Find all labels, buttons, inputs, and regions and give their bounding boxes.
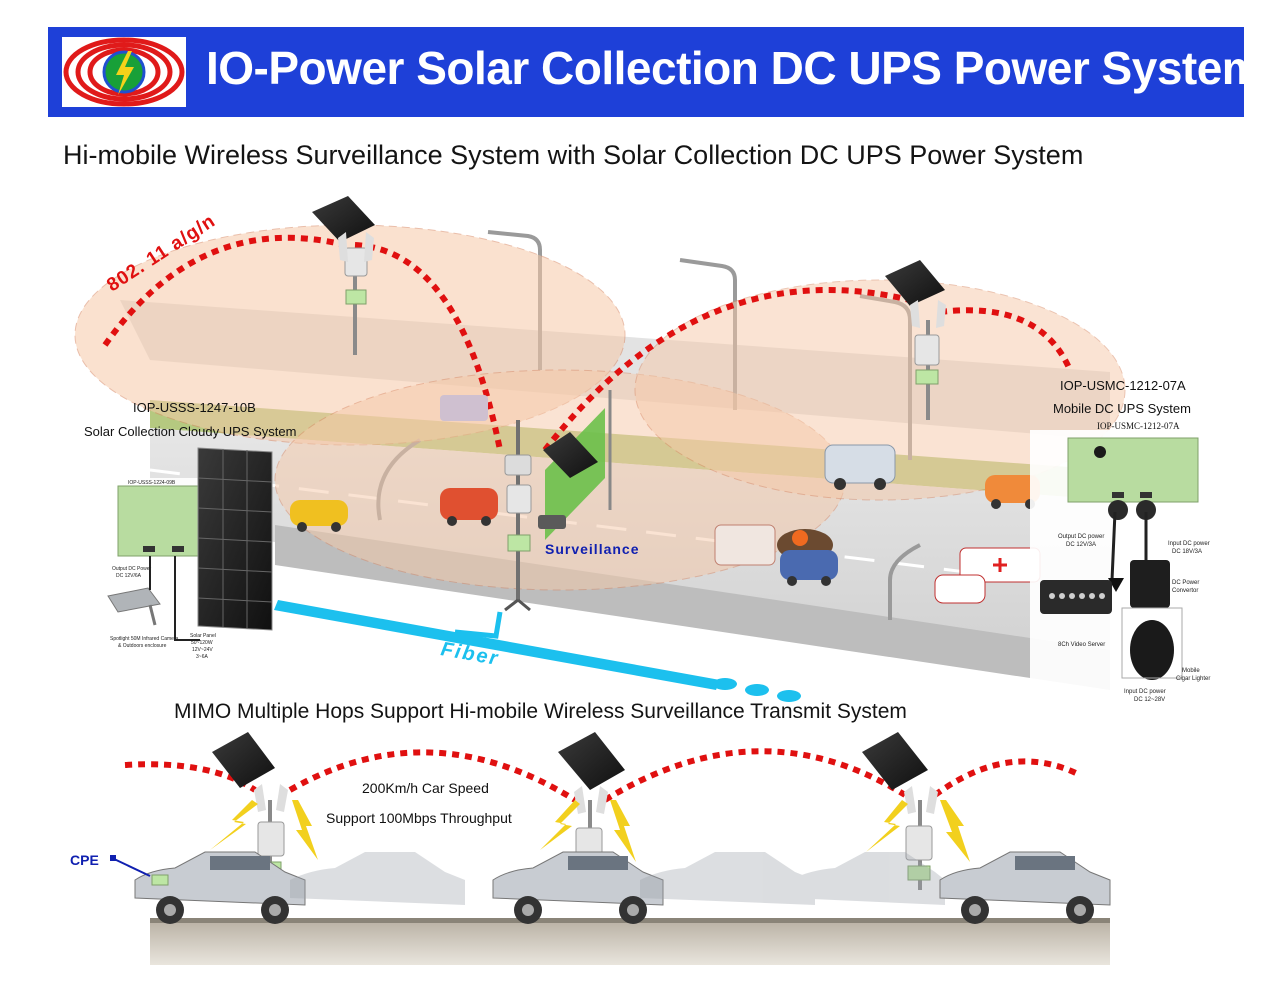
- left-output-label-2: DC 12V/6A: [116, 573, 142, 579]
- panel-label-1: Solar Panel: [190, 633, 216, 639]
- left-output-label-1: Output DC Power: [112, 566, 152, 572]
- car-orange: [985, 475, 1040, 509]
- diagram-subtitle: Hi-mobile Wireless Surveillance System w…: [63, 140, 1084, 170]
- mimo-pole-3: [862, 732, 938, 890]
- cpe-pointer: [111, 857, 151, 877]
- right-mobile-ups-system: [1030, 430, 1230, 700]
- surveillance-pole: [504, 420, 598, 612]
- wifi-arcs: [102, 234, 1073, 452]
- car-red-1: [440, 488, 498, 526]
- ground-strip: [150, 920, 1110, 965]
- input2-label-1: Input DC power: [1124, 689, 1166, 695]
- right-input-label-2: DC 18V/3A: [1172, 549, 1202, 555]
- truck-far: [440, 395, 488, 421]
- lighter-label-2: Cigar Lighter: [1176, 676, 1210, 682]
- left-system-model: IOP-USSS-1247-10B: [133, 400, 256, 415]
- cpe-label: CPE: [70, 852, 99, 868]
- coverage-zone-right: [634, 279, 1126, 501]
- io-power-logo: [62, 37, 186, 107]
- panel-label-2: 50~120W: [191, 640, 213, 646]
- ups-box-right: [1067, 437, 1199, 503]
- surveillance-label: Surveillance: [545, 541, 640, 557]
- fiber-line: [274, 600, 801, 702]
- mimo-section-title: MIMO Multiple Hops Support Hi-mobile Wir…: [174, 700, 907, 723]
- mimo-scene: [110, 732, 1111, 965]
- camera-spotlight: [107, 587, 161, 613]
- dc-power-convertor: [1130, 560, 1170, 608]
- van-white: [824, 444, 896, 490]
- left-device-label: IOP-USSS-1224-09B: [128, 480, 176, 486]
- car-mimo-3: [939, 851, 1111, 924]
- right-input-label-1: Input DC power: [1168, 541, 1210, 547]
- left-system-name: Solar Collection Cloudy UPS System: [84, 424, 296, 439]
- convertor-label-2: Convertor: [1172, 588, 1198, 594]
- left-ups-system: [107, 447, 273, 641]
- speed-label: 200Km/h Car Speed: [362, 780, 489, 796]
- lightning-bolts: [210, 800, 970, 862]
- car-mimo-2: [492, 851, 664, 924]
- right-output-label-2: DC 12V/3A: [1066, 542, 1096, 548]
- camera-label-1: Spotlight 50M Infrared Camera: [110, 636, 179, 642]
- page-title: IO-Power Solar Collection DC UPS Power S…: [206, 42, 1263, 94]
- video-server-label: 8Ch Video Server: [1058, 642, 1105, 648]
- solar-ap-pole-left: [312, 196, 375, 355]
- ambulance: [934, 547, 1041, 604]
- input2-label-2: DC 12~28V: [1134, 697, 1165, 703]
- convertor-label-1: DC Power: [1172, 580, 1199, 586]
- solar-ap-pole-right: [885, 260, 946, 420]
- panel-label-4: 3~6A: [196, 654, 208, 660]
- right-system-model: IOP-USMC-1212-07A: [1060, 378, 1186, 393]
- lighter-label-1: Mobile: [1182, 668, 1200, 674]
- throughput-label: Support 100Mbps Throughput: [326, 810, 512, 826]
- car-mimo-1: [134, 851, 306, 924]
- car-mimo-blur-1: [290, 852, 465, 905]
- camera-label-2: & Outdoors enclosure: [118, 643, 167, 649]
- car-mimo-blur-2: [640, 852, 945, 905]
- car-blue: [780, 550, 838, 586]
- car-yellow-taxi: [290, 500, 348, 532]
- right-output-label-1: Output DC power: [1058, 534, 1104, 540]
- header-banner: IO-Power Solar Collection DC UPS Power S…: [48, 27, 1263, 117]
- panel-label-3: 12V~24V: [192, 647, 213, 653]
- video-server: [1040, 580, 1112, 614]
- ups-box-left: [117, 485, 211, 557]
- right-system-name: Mobile DC UPS System: [1053, 401, 1191, 416]
- highway-scene: [74, 196, 1126, 702]
- right-device-label: IOP-USMC-1212-07A: [1097, 421, 1180, 431]
- cigar-lighter: [1130, 620, 1174, 680]
